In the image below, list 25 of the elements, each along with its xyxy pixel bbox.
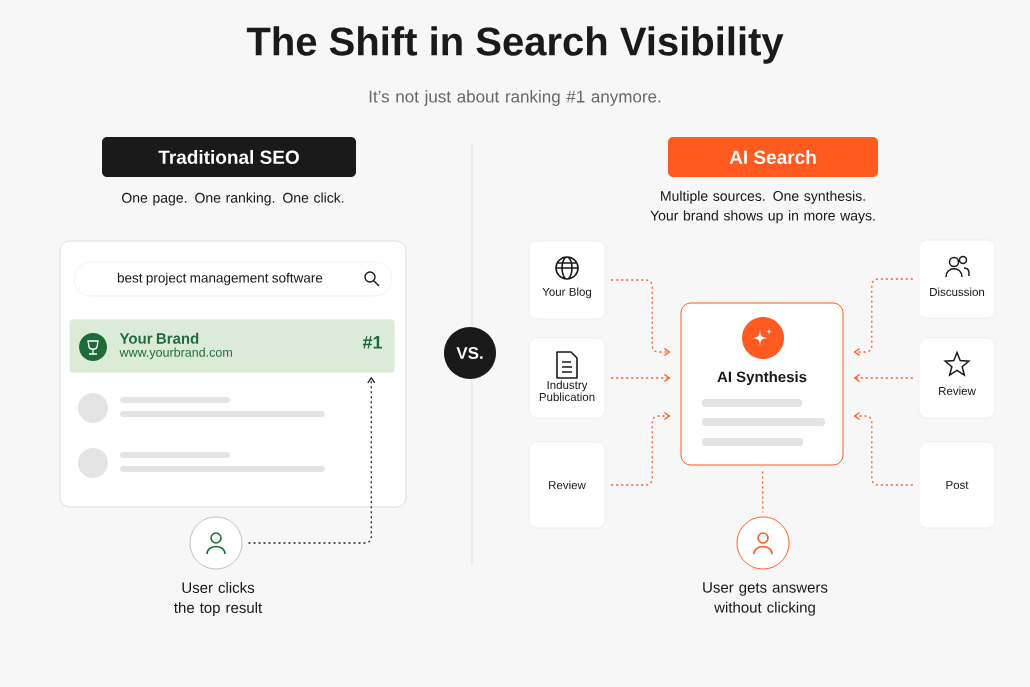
- arrow: [853, 373, 914, 383]
- source-card: Discussion: [918, 239, 996, 319]
- title: The Shift in Search Visibility: [246, 26, 784, 64]
- source-card: Review: [918, 337, 996, 419]
- source-card: Industry Publication: [528, 337, 606, 419]
- caption-text: User clicks the top result: [174, 582, 263, 616]
- arrow: [610, 373, 671, 383]
- caption-text: User gets answers without clicking: [703, 582, 828, 616]
- section-badge: Traditional SEO: [102, 137, 356, 177]
- result-row: Your Brand www.yourbrand.com #1: [69, 319, 395, 373]
- subtitle: It’s not just about ranking #1 anymore.: [369, 90, 661, 106]
- source-card: Review: [528, 441, 606, 529]
- arrow: [853, 278, 914, 357]
- arrow: [247, 376, 376, 544]
- arrow: [610, 279, 671, 357]
- source-card: Post: [918, 441, 996, 529]
- user-circle: [189, 516, 243, 570]
- user-circle: [736, 516, 790, 570]
- arrow: [853, 411, 914, 486]
- caption-text: One page. One ranking. One click.: [122, 192, 344, 206]
- section-badge: AI Search: [668, 137, 878, 177]
- search-bar: best project management software: [73, 261, 393, 297]
- arrow: [610, 411, 671, 486]
- source-card: Your Blog: [528, 240, 606, 320]
- caption-text: Multiple sources. One synthesis. Your brand shows up in more ways.: [650, 190, 875, 224]
